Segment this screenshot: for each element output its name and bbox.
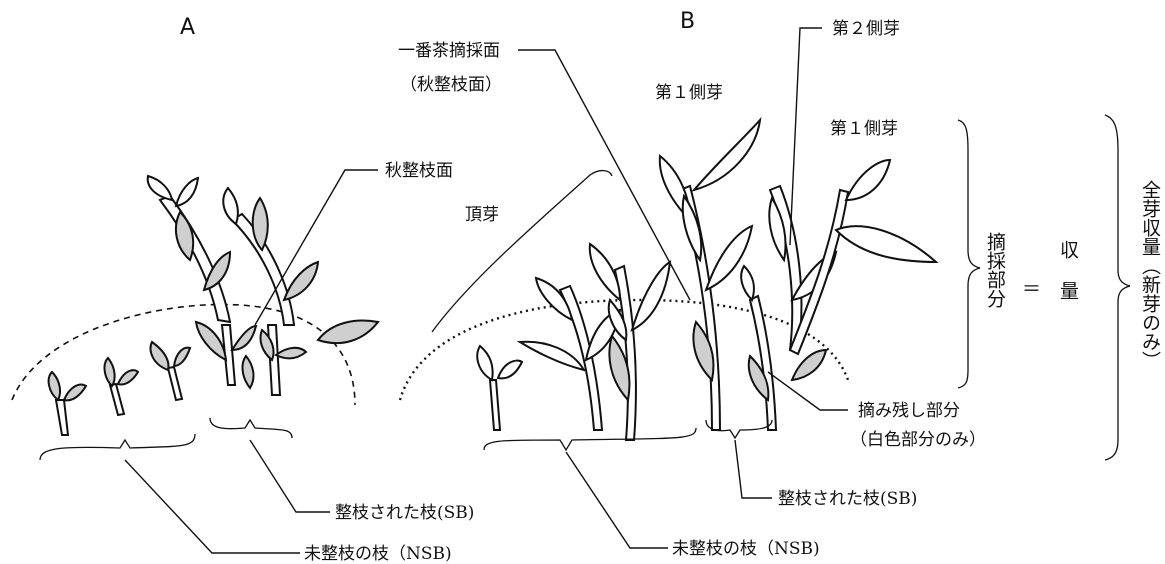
b-terminal-bud-brace xyxy=(431,169,613,333)
b-plucking-plane-pointer xyxy=(518,49,691,301)
a-sb-label: 整枝された枝(SB) xyxy=(335,503,474,523)
b-first-lateral-left-label: 第１側芽 xyxy=(655,83,723,103)
a-nsb-brace xyxy=(39,433,196,461)
b-plucking-plane-arc xyxy=(398,298,850,401)
a-autumn-plane-pointer xyxy=(254,169,378,326)
a-nsb-label: 未整枝の枝（NSB) xyxy=(304,544,452,564)
b-second-lateral-pointer xyxy=(789,27,822,246)
panel-a-label: A xyxy=(180,15,195,40)
panel-b-illustration xyxy=(398,27,1131,549)
yield-label: 収量 xyxy=(1057,240,1079,322)
b-sb-leader xyxy=(734,439,772,499)
b-nsb-leader xyxy=(565,451,668,549)
a-autumn-plane-arc xyxy=(11,303,356,406)
b-terminal-bud-label: 頂芽 xyxy=(465,205,499,225)
b-second-lateral-label: 第２側芽 xyxy=(832,19,900,39)
b-nsb-small-shoot xyxy=(476,344,524,431)
panel-b-label: B xyxy=(680,9,695,34)
b-nsb-label: 未整枝の枝（NSB) xyxy=(672,539,820,559)
plucked-part-label: 摘採部分 xyxy=(984,232,1006,308)
b-remaining-part-pointer xyxy=(767,371,848,411)
remaining-part-sub-label: （白色部分のみ） xyxy=(850,430,986,450)
a-nsb-shoots xyxy=(47,340,192,436)
b-sb-label: 整枝された枝(SB) xyxy=(778,489,917,509)
a-autumn-plane-label: 秋整枝面 xyxy=(385,161,453,181)
plucked-part-brace xyxy=(957,119,981,389)
a-sb-brace xyxy=(209,417,293,439)
b-plucking-plane-sub-label: （秋整枝面） xyxy=(400,75,502,95)
remaining-part-label: 摘み残し部分 xyxy=(858,401,960,421)
b-first-lateral-right-label: 第１側芽 xyxy=(830,119,898,139)
b-plucking-plane-label: 一番茶摘採面 xyxy=(398,41,500,61)
b-shoots xyxy=(516,116,939,441)
a-new-shoots xyxy=(146,174,380,345)
b-sb-brace xyxy=(705,419,773,440)
a-nsb-leader xyxy=(124,459,300,554)
panel-a-illustration xyxy=(11,169,380,554)
a-sb-shoots xyxy=(194,320,308,396)
b-nsb-brace xyxy=(483,427,697,452)
equals-sign: ＝ xyxy=(1022,278,1041,300)
total-bud-yield-label: 全芽収量（新芽のみ） xyxy=(1139,180,1161,370)
a-sb-leader xyxy=(249,439,330,513)
total-yield-brace xyxy=(1104,114,1131,461)
